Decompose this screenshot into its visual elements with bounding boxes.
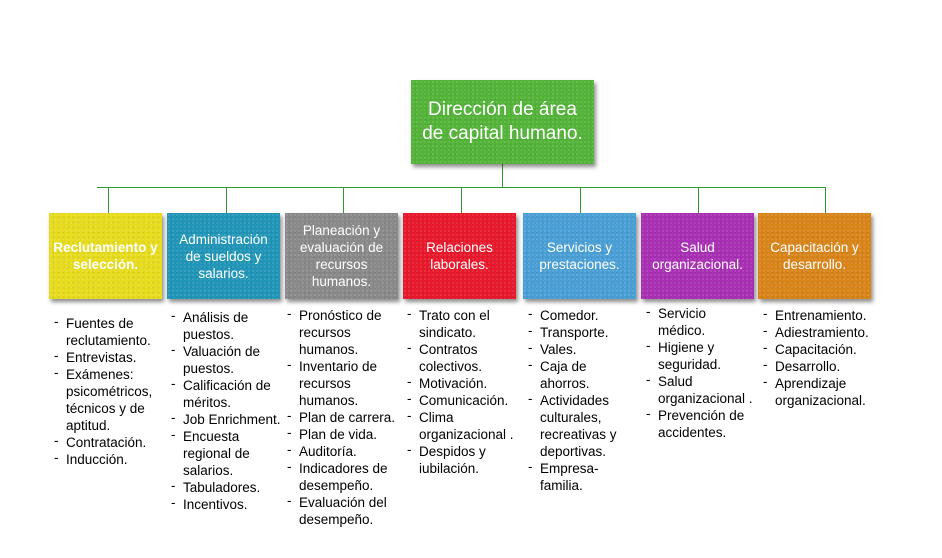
- list-item: Transporte.: [528, 322, 628, 341]
- list-item: Inducción.: [54, 449, 164, 468]
- connector-drop-3: [343, 187, 344, 213]
- list-item: Contratos colectivos.: [407, 339, 515, 375]
- list-item: Evaluación del desempeño.: [287, 492, 397, 528]
- category-box-servicios: Servicios y prestaciones.: [523, 213, 636, 299]
- list-item: Prevención de accidentes.: [646, 405, 754, 441]
- list-item: Comedor.: [528, 305, 628, 324]
- list-item: Vales.: [528, 339, 628, 358]
- list-item: Auditoría.: [287, 441, 397, 460]
- list-item: Entrenamiento.: [763, 305, 888, 324]
- list-item: Servicio médico.: [646, 303, 754, 339]
- category-title: Capacitación y desarrollo.: [770, 240, 859, 272]
- items-list-relaciones: Trato con el sindicato. Contratos colect…: [407, 305, 515, 477]
- list-item: Inventario de recursos humanos.: [287, 356, 397, 409]
- category-title: Relaciones laborales.: [426, 240, 493, 272]
- items-list-capacitacion: Entrenamiento. Adiestramiento. Capacitac…: [763, 305, 888, 409]
- list-item: Caja de ahorros.: [528, 356, 628, 392]
- list-item: Despidos y iubilación.: [407, 441, 515, 477]
- category-box-reclutamiento: Reclutamiento y selección.: [49, 213, 162, 299]
- list-item: Entrevistas.: [54, 347, 164, 366]
- list-item: Encuesta regional de salarios.: [171, 426, 281, 479]
- items-list-sueldos: Análisis de puestos. Valuación de puesto…: [171, 307, 281, 513]
- items-list-reclutamiento: Fuentes de reclutamiento. Entrevistas. E…: [54, 313, 164, 468]
- list-item: Fuentes de reclutamiento.: [54, 313, 164, 349]
- list-item: Indicadores de desempeño.: [287, 458, 397, 494]
- connector-drop-1: [108, 187, 109, 213]
- list-item: Actividades culturales, recreativas y de…: [528, 390, 628, 460]
- category-box-salud: Salud organizacional.: [641, 213, 754, 299]
- connector-drop-6: [698, 187, 699, 213]
- list-item: Higiene y seguridad.: [646, 337, 754, 373]
- list-item: Incentivos.: [171, 494, 281, 513]
- category-title: Servicios y prestaciones.: [539, 240, 620, 272]
- list-item: Motivación.: [407, 373, 515, 392]
- category-title: Reclutamiento y selección.: [53, 240, 158, 272]
- items-list-servicios: Comedor. Transporte. Vales. Caja de ahor…: [528, 305, 628, 494]
- list-item: Desarrollo.: [763, 356, 888, 375]
- list-item: Capacitación.: [763, 339, 888, 358]
- list-item: Comunicación.: [407, 390, 515, 409]
- category-title: Salud organizacional.: [652, 240, 743, 272]
- connector-drop-5: [580, 187, 581, 213]
- list-item: Análisis de puestos.: [171, 307, 281, 343]
- items-list-salud: Servicio médico. Higiene y seguridad. Sa…: [646, 303, 754, 441]
- category-box-planeacion: Planeación y evaluación de recursos huma…: [285, 213, 398, 299]
- connector-drop-7: [825, 187, 826, 213]
- list-item: Plan de vida.: [287, 424, 397, 443]
- list-item: Contratación.: [54, 432, 164, 451]
- list-item: Job Enrichment.: [171, 409, 281, 428]
- list-item: Tabuladores.: [171, 477, 281, 496]
- list-item: Plan de carrera.: [287, 407, 397, 426]
- category-box-relaciones: Relaciones laborales.: [403, 213, 516, 299]
- list-item: Clima organizacional .: [407, 407, 515, 443]
- list-item: Salud organizacional .: [646, 371, 754, 407]
- category-title: Planeación y evaluación de recursos huma…: [299, 223, 384, 289]
- list-item: Empresa-familia.: [528, 458, 628, 494]
- connector-drop-4: [461, 187, 462, 213]
- list-item: Aprendizaje organizacional.: [763, 373, 888, 409]
- category-box-sueldos: Administración de sueldos y salarios.: [167, 213, 280, 299]
- connector-drop-2: [226, 187, 227, 213]
- list-item: Exámenes: psicométricos, técnicos y de a…: [54, 364, 164, 434]
- list-item: Adiestramiento.: [763, 322, 888, 341]
- list-item: Trato con el sindicato.: [407, 305, 515, 341]
- root-title: Dirección de área de capital humano.: [422, 99, 583, 144]
- list-item: Valuación de puestos.: [171, 341, 281, 377]
- category-box-capacitacion: Capacitación y desarrollo.: [758, 213, 871, 299]
- list-item: Calificación de méritos.: [171, 375, 281, 411]
- items-list-planeacion: Pronóstico de recursos humanos. Inventar…: [287, 305, 397, 528]
- root-box: Dirección de área de capital humano.: [411, 80, 594, 164]
- list-item: Pronóstico de recursos humanos.: [287, 305, 397, 358]
- category-title: Administración de sueldos y salarios.: [179, 231, 268, 281]
- connector-root-stem: [502, 164, 503, 188]
